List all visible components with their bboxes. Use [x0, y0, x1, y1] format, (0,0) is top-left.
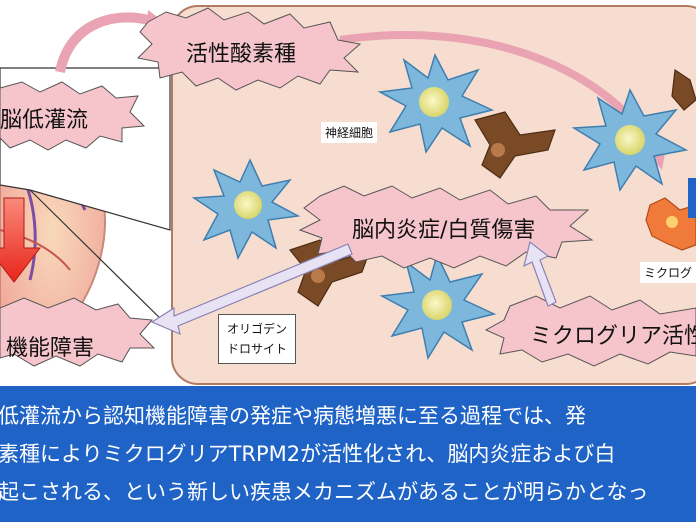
astrocyte-4	[571, 88, 689, 192]
caption-line-2: 素種によりミクログリアTRPM2が活性化され、脳内炎症および白	[0, 442, 616, 466]
microglia-cell	[645, 197, 696, 251]
microglia-activation-label: ミクログリア活性	[530, 324, 696, 349]
oligodendrocyte-label-line1: オリゴデン	[227, 322, 288, 336]
arrow-to-cognitive	[150, 243, 353, 336]
oligodendrocyte-3	[671, 68, 696, 111]
microglia-small-label: ミクログ	[640, 262, 696, 283]
oligodendrocyte-1	[474, 111, 556, 179]
inflammation-burst	[298, 185, 594, 269]
ros-label: 活性酸素種	[186, 42, 297, 67]
hypoperfusion-burst	[0, 81, 146, 151]
curved-arrow-left	[55, 12, 157, 74]
astrocyte-3	[379, 252, 497, 361]
astrocyte-1	[191, 158, 301, 260]
caption-bar: 低灌流から認知機能障害の発症や病態増悪に至る過程では、発 素種によりミクログリア…	[0, 386, 696, 522]
astrocyte-2	[377, 53, 495, 154]
inflammation-label: 脳内炎症/白質傷害	[352, 218, 536, 243]
cognitive-label: 機能障害	[6, 336, 95, 361]
decline-arrow	[0, 197, 42, 283]
caption-line-3: 起こされる、という新しい疾患メカニズムがあることが明らかとなっ	[0, 480, 649, 504]
ros-burst	[136, 7, 362, 91]
caption-line-1: 低灌流から認知機能障害の発症や病態増悪に至る過程では、発	[0, 404, 586, 428]
neuron-label: 神経細胞	[321, 122, 378, 143]
cognitive-burst	[0, 297, 156, 367]
oligodendrocyte-label-line2: ドロサイト	[227, 342, 288, 356]
hypoperfusion-label: 脳低灌流	[0, 108, 89, 133]
microglia-burst	[484, 295, 696, 367]
oligodendrocyte-box: オリゴデン ドロサイト	[218, 314, 297, 364]
arrow-microglia-to-inflammation	[523, 240, 557, 307]
